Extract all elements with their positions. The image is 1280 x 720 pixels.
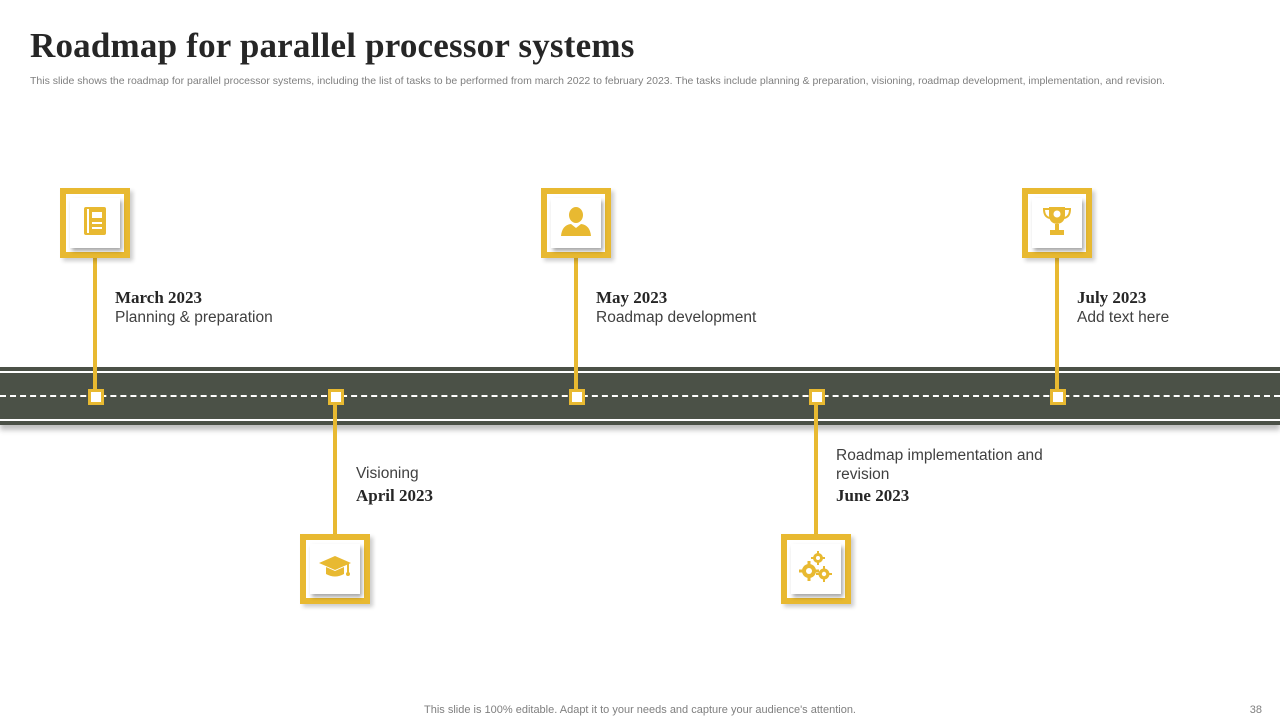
notebook-icon: [82, 206, 108, 241]
milestone-label-march: March 2023 Planning & preparation: [115, 288, 375, 327]
milestone-icon-box-june: [781, 534, 851, 604]
road-center-line: [0, 395, 1280, 397]
graduation-cap-icon: [318, 554, 352, 585]
milestone-task: Roadmap development: [596, 309, 757, 326]
milestone-connector-may: [574, 256, 578, 392]
user-icon: [560, 206, 592, 241]
milestone-label-april: Visioning April 2023: [356, 464, 616, 506]
timeline-node-june: [809, 389, 825, 405]
milestone-date: April 2023: [356, 486, 433, 505]
milestone-icon-box-april: [300, 534, 370, 604]
milestone-task: Add text here: [1077, 309, 1170, 326]
timeline-node-april: [328, 389, 344, 405]
milestone-connector-april: [333, 398, 337, 536]
milestone-date: March 2023: [115, 288, 203, 307]
milestone-task: Roadmap implementation and revision: [836, 447, 1043, 483]
timeline-road: [0, 367, 1280, 425]
milestone-icon-box-may: [541, 188, 611, 258]
milestone-label-may: May 2023 Roadmap development: [596, 288, 856, 327]
milestone-icon-box-march: [60, 188, 130, 258]
road-edge-top: [0, 371, 1280, 373]
milestone-connector-june: [814, 398, 818, 536]
timeline-node-july: [1050, 389, 1066, 405]
milestone-label-june: Roadmap implementation and revision June…: [836, 446, 1056, 506]
milestone-task: Planning & preparation: [115, 309, 273, 326]
slide-title: Roadmap for parallel processor systems: [30, 26, 635, 65]
milestone-date: May 2023: [596, 288, 668, 307]
milestone-connector-july: [1055, 256, 1059, 392]
gears-icon: [799, 550, 833, 588]
milestone-task: Visioning: [356, 465, 419, 482]
timeline-node-may: [569, 389, 585, 405]
milestone-label-july: July 2023 Add text here: [1077, 288, 1267, 327]
timeline-node-march: [88, 389, 104, 405]
milestone-date: July 2023: [1077, 288, 1147, 307]
milestone-icon-box-july: [1022, 188, 1092, 258]
slide-subtitle: This slide shows the roadmap for paralle…: [30, 75, 1165, 87]
trophy-icon: [1042, 205, 1072, 242]
milestone-date: June 2023: [836, 486, 910, 505]
road-edge-bottom: [0, 419, 1280, 421]
page-number: 38: [1249, 704, 1262, 716]
slide-footer: This slide is 100% editable. Adapt it to…: [424, 704, 856, 716]
milestone-connector-march: [93, 256, 97, 392]
